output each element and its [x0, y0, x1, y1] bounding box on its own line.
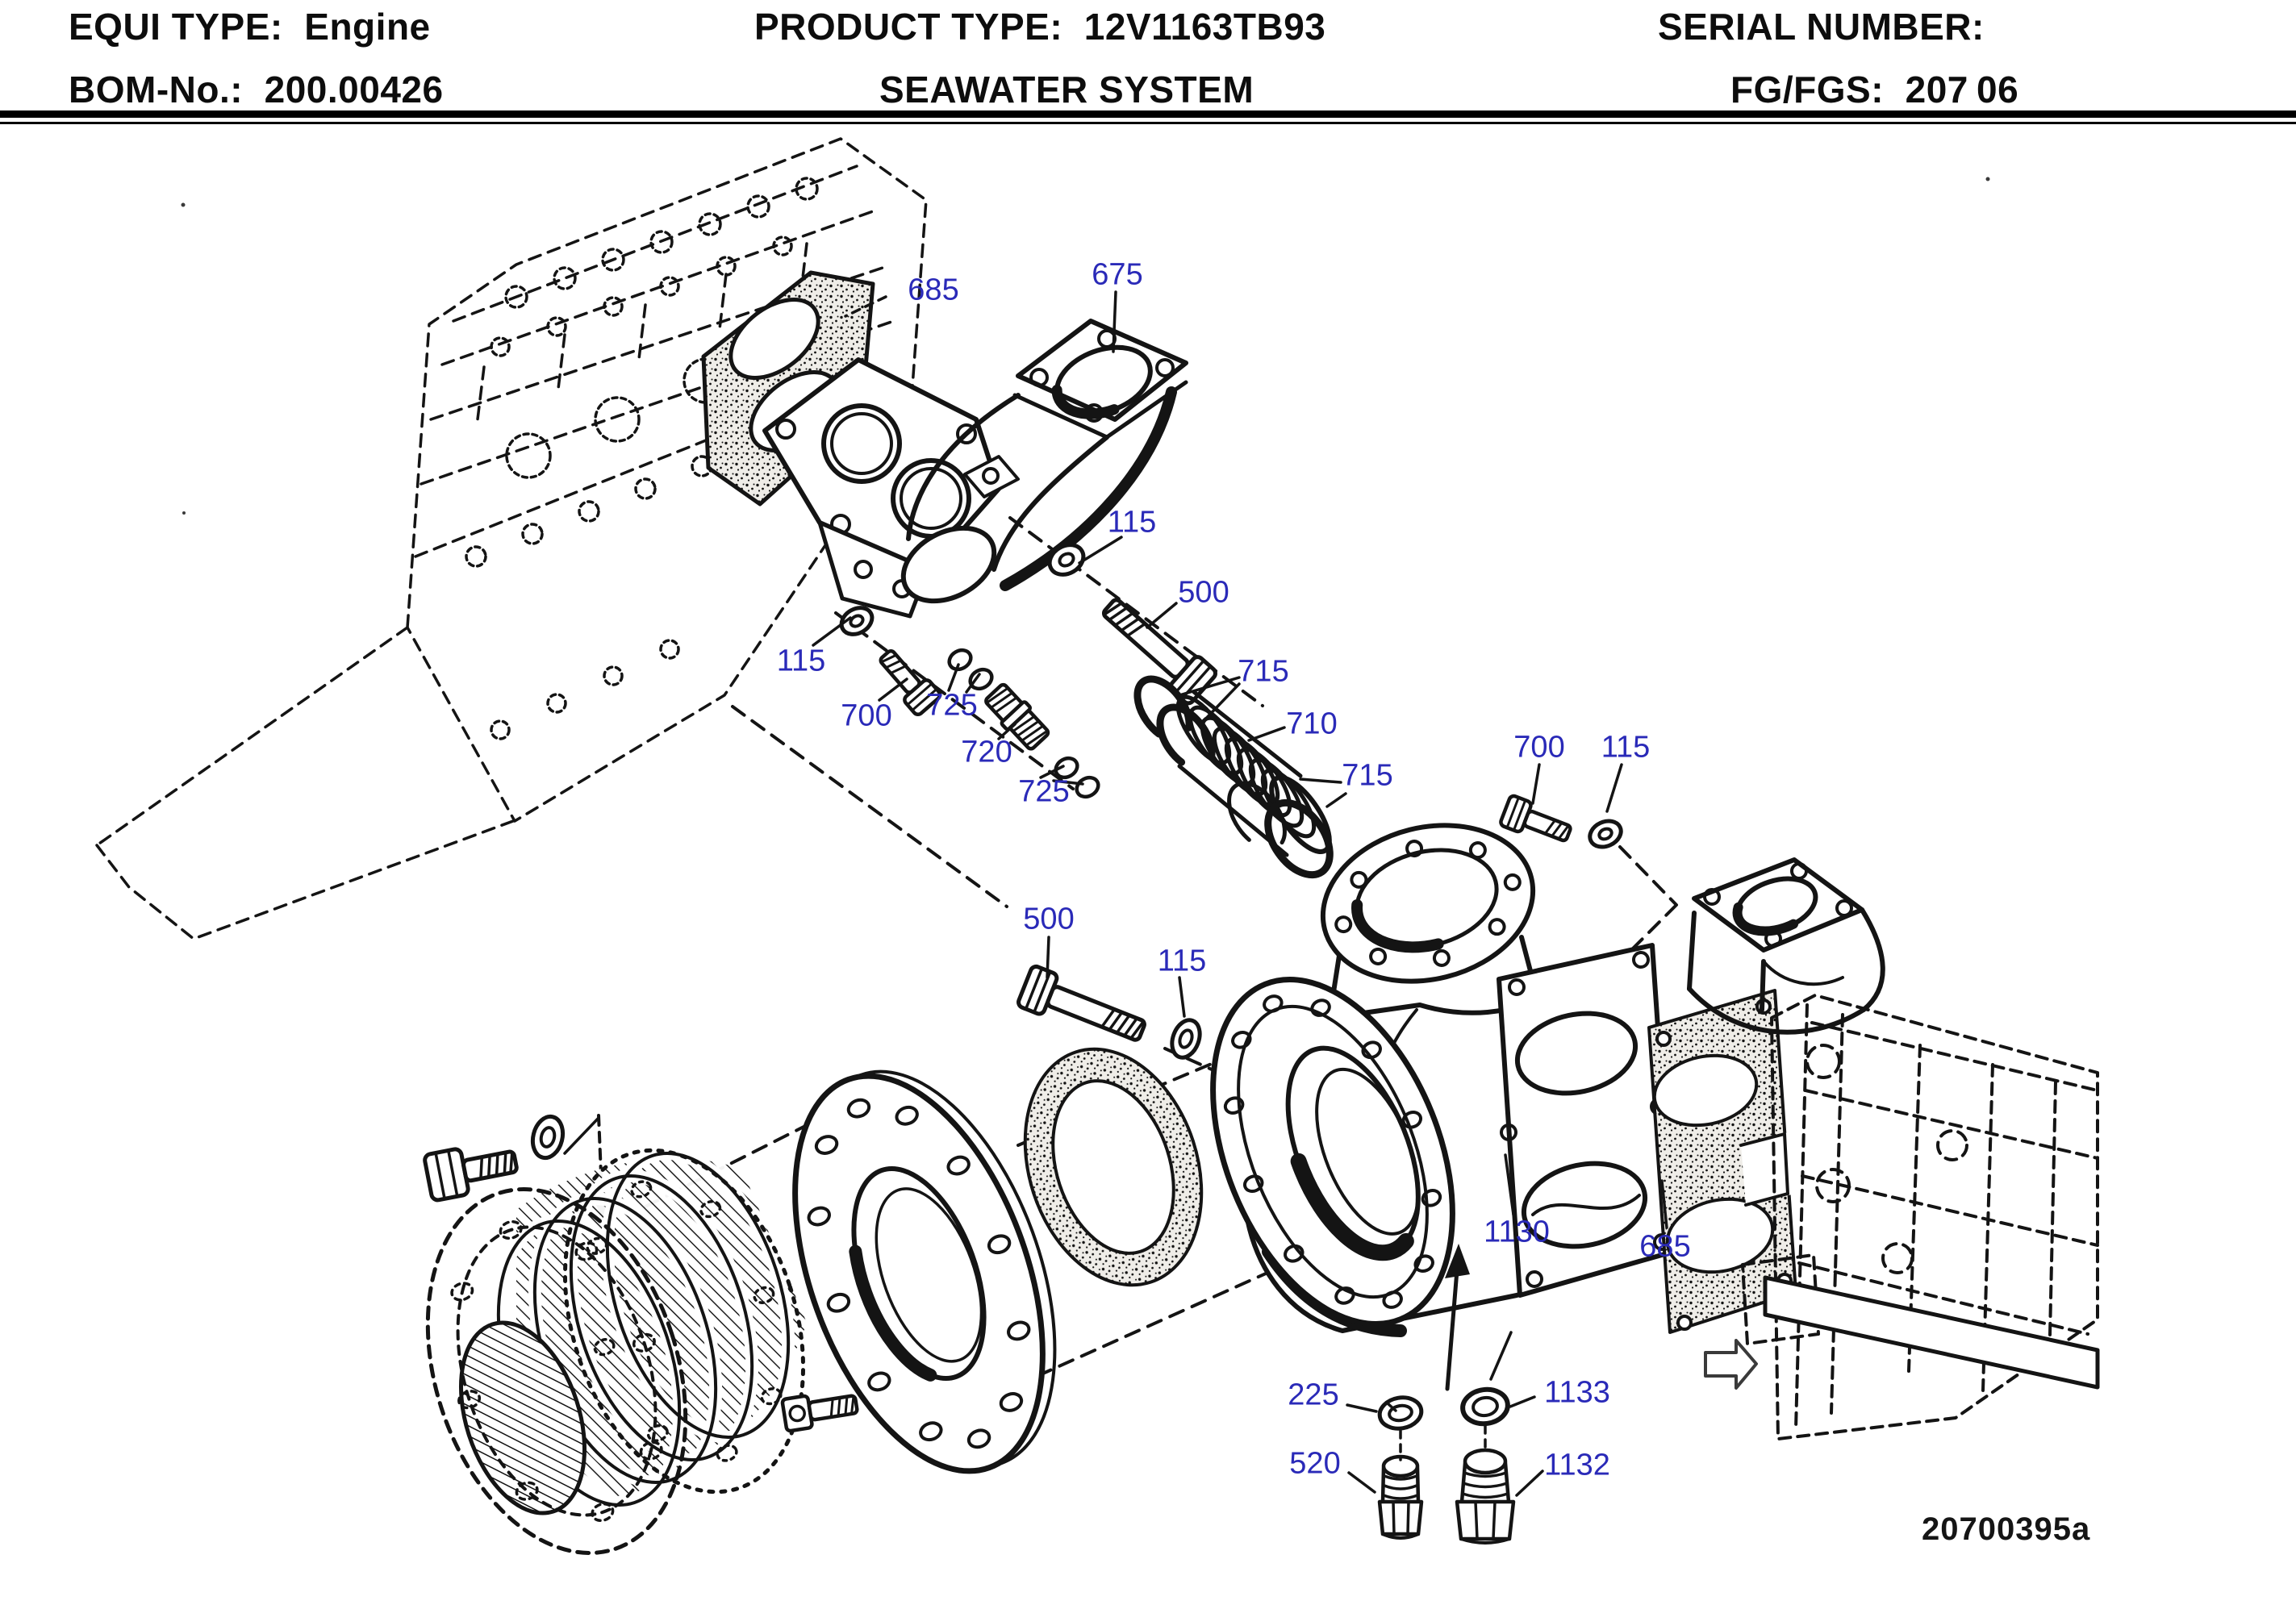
part-callout-725: 725: [1018, 774, 1070, 809]
bolt-hex-bellows: [423, 1147, 519, 1203]
part-callout-115: 115: [1601, 730, 1651, 765]
part-callout-225: 225: [1288, 1378, 1339, 1412]
product-type: PRODUCT TYPE: 12V1163TB93: [754, 5, 1325, 48]
strainer-grate: [1741, 994, 2099, 1440]
equi-type-label: EQUI TYPE:: [69, 6, 283, 48]
part-callout-700: 700: [1513, 730, 1565, 765]
bellows-flange-right: [562, 1148, 806, 1495]
bolt-700-right: [1499, 794, 1572, 843]
part-callout-715: 715: [1342, 758, 1393, 793]
part-callout-715: 715: [1238, 654, 1289, 689]
equi-type-value: Engine: [304, 6, 431, 48]
fg-value: 207: [1905, 69, 1968, 110]
washer-115-left: [839, 606, 875, 636]
plug-1132: [1455, 1448, 1516, 1545]
seal-ring-1133: [1460, 1386, 1510, 1427]
part-callout-520: 520: [1289, 1446, 1341, 1481]
pump-housing-1130: [1210, 823, 1676, 1337]
grate-beam: [1763, 1275, 2100, 1390]
fitting-720: [984, 682, 1050, 751]
ring-725-b: [1054, 756, 1100, 799]
serial-number: SERIAL NUMBER:: [1658, 5, 1995, 48]
system-title: SEAWATER SYSTEM: [879, 69, 1254, 110]
part-callout-1130: 1130: [1484, 1215, 1550, 1249]
part-callout-115: 115: [1157, 944, 1207, 978]
adapter-plate: [762, 357, 1001, 619]
washer-bellows: [530, 1114, 566, 1161]
pump-front-flange: [1210, 977, 1455, 1327]
bellows-bolt-leader: [563, 1116, 600, 1155]
part-callout-725: 725: [926, 688, 978, 723]
part-callout-1132: 1132: [1544, 1448, 1610, 1482]
bom-value: 200.00426: [264, 69, 444, 110]
product-type-value: 12V1163TB93: [1083, 6, 1326, 48]
gasket-685-upper: [701, 270, 875, 507]
washer-115-lower: [1170, 1018, 1202, 1060]
seal-ring-225: [1377, 1395, 1424, 1431]
socket-screw: [780, 1394, 859, 1433]
flow-direction-arrow-icon: [1704, 1339, 1758, 1390]
fg-fgs: FG/FGS: 207: [1730, 68, 1968, 111]
part-callout-500: 500: [1178, 575, 1229, 610]
serial-label: SERIAL NUMBER:: [1658, 6, 1985, 48]
elbow-675: [900, 319, 1188, 604]
part-callout-710: 710: [1286, 707, 1338, 741]
product-type-label: PRODUCT TYPE:: [754, 6, 1063, 48]
header-rule-thin: [0, 122, 2296, 124]
part-callout-115: 115: [1107, 505, 1157, 540]
bolt-500-lower: [1017, 964, 1146, 1042]
bolt-500-upper: [1101, 598, 1217, 706]
flange-plate: [792, 1069, 1057, 1474]
part-callout-675: 675: [1092, 257, 1143, 292]
plug-520: [1377, 1454, 1424, 1540]
bom-label: BOM-No.:: [69, 69, 244, 110]
fitting-axis-dashes: [1399, 1424, 1487, 1461]
fg-sheet: 06: [1977, 69, 2019, 110]
part-callout-1133: 1133: [1544, 1375, 1610, 1410]
part-callout-500: 500: [1023, 902, 1075, 936]
bolt-700-left: [879, 648, 942, 717]
washer-115-upper: [1047, 543, 1086, 577]
bellows-flange-left: [425, 1187, 688, 1555]
drain-port-line: [1489, 1331, 1513, 1381]
part-callout-720: 720: [961, 735, 1012, 769]
part-callout-115: 115: [776, 644, 826, 678]
part-callout-700: 700: [841, 698, 892, 733]
washer-115-right: [1588, 819, 1623, 849]
bellows-bore: [458, 1320, 587, 1515]
gasket-685-lower: [1647, 989, 1817, 1334]
bellows-coupling: [425, 1147, 807, 1555]
callout-leader-lines: [812, 290, 1668, 1497]
bom-number: BOM-No.: 200.00426: [69, 68, 444, 111]
equi-type: EQUI TYPE: Engine: [69, 5, 431, 48]
pump-top-flange: [1320, 823, 1536, 984]
hose-clamp-715-lower: [1227, 781, 1334, 879]
fg-label: FG/FGS:: [1730, 69, 1885, 110]
ring-gasket: [1023, 1047, 1204, 1287]
part-callout-685: 685: [1639, 1229, 1691, 1264]
scan-speck: [181, 177, 1990, 515]
drawing-number: 20700395a: [1922, 1511, 2091, 1547]
engine-block: [95, 137, 928, 940]
bore-shading: [1051, 342, 1156, 419]
pointer-arrow-up: [1445, 1244, 1470, 1391]
header-rule-thick: [0, 110, 2296, 118]
part-callout-685: 685: [908, 273, 959, 307]
